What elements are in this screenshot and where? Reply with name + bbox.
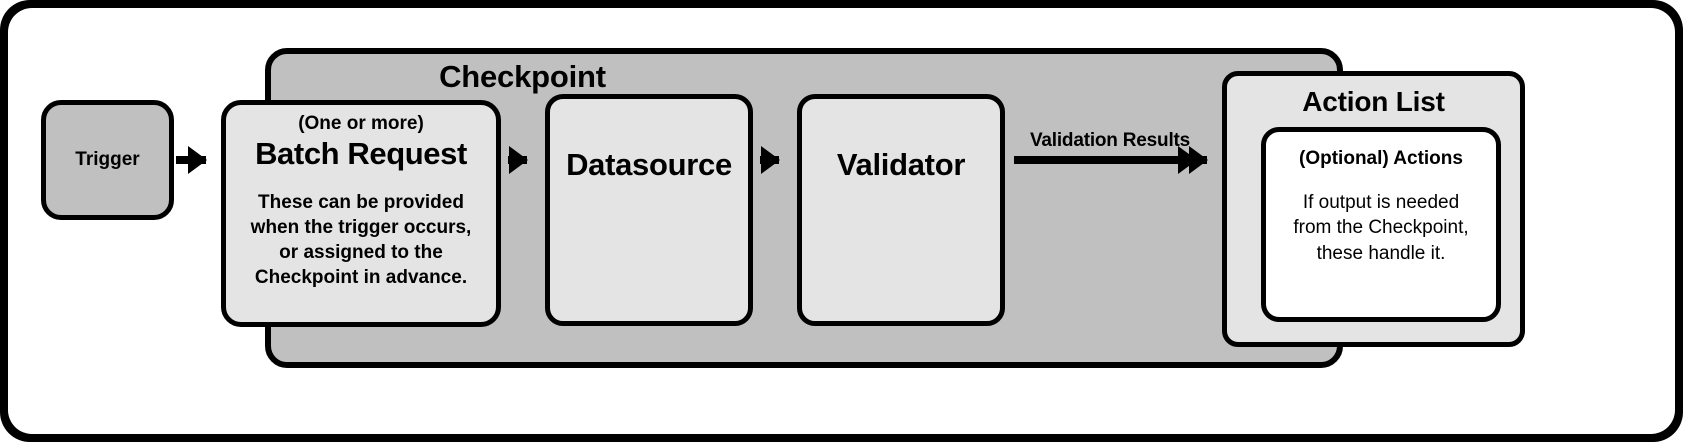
diagram-canvas: Checkpoint Trigger (One or more) Batch R… (8, 8, 1675, 434)
checkpoint-title: Checkpoint (439, 59, 606, 94)
datasource-node[interactable]: Datasource (545, 94, 753, 326)
validator-node[interactable]: Validator (797, 94, 1005, 326)
arrow-validator-to-action-list (1014, 146, 1197, 174)
batch-request-title: Batch Request (255, 136, 467, 172)
batch-request-node[interactable]: (One or more) Batch Request These can be… (221, 100, 501, 327)
batch-request-description: These can be provided when the trigger o… (250, 191, 472, 289)
actions-node[interactable]: (Optional) Actions If output is needed f… (1261, 127, 1501, 322)
actions-description: If output is needed from the Checkpoint,… (1293, 192, 1469, 264)
actions-sublabel: (Optional) Actions (1299, 148, 1463, 169)
trigger-label: Trigger (75, 148, 140, 170)
arrow-into-action-list (1189, 146, 1208, 174)
validator-label: Validator (836, 147, 966, 182)
arrow-trigger-to-batch-request (176, 146, 207, 174)
datasource-label: Datasource (566, 147, 732, 182)
validation-results-edge-label: Validation Results (1029, 130, 1191, 151)
arrow-datasource-to-validator (760, 146, 780, 174)
batch-request-sublabel: (One or more) (298, 113, 424, 134)
trigger-node[interactable]: Trigger (41, 100, 174, 220)
arrow-batch-request-to-datasource (508, 146, 528, 174)
action-list-title: Action List (1302, 86, 1445, 117)
